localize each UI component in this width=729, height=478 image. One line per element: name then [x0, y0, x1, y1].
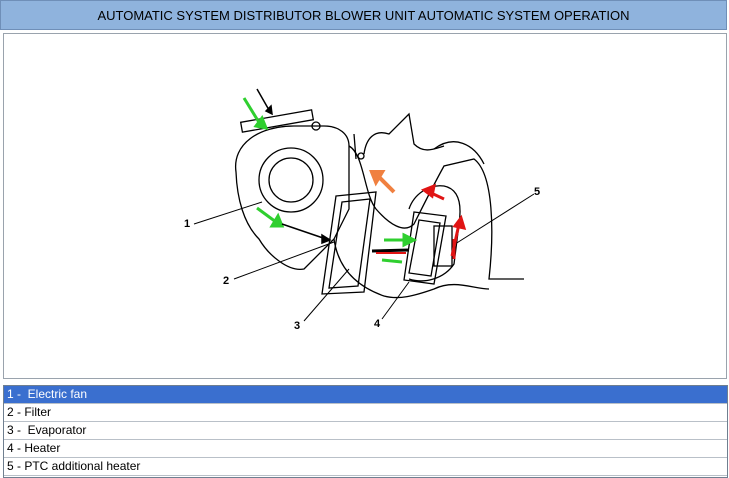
top-filter — [239, 109, 315, 133]
window-title-bar: AUTOMATIC SYSTEM DISTRIBUTOR BLOWER UNIT… — [0, 0, 727, 30]
fan-wheel — [258, 147, 324, 213]
callout-1: 1 — [184, 218, 190, 230]
legend-item-heater[interactable]: 4 - Heater — [4, 440, 727, 458]
heater-body — [403, 211, 447, 285]
black-arrow-fan — [281, 223, 327, 240]
legend-item-filter[interactable]: 2 - Filter — [4, 404, 727, 422]
callout-5: 5 — [534, 186, 540, 198]
callout-4: 4 — [374, 318, 381, 330]
legend-item-ptc-heater[interactable]: 5 - PTC additional heater — [4, 458, 727, 476]
callout-3: 3 — [294, 320, 300, 332]
orange-arrow — [376, 174, 396, 194]
black-arrow-top — [256, 88, 270, 111]
legend-item-electric-fan[interactable]: 1 - Electric fan — [4, 386, 727, 404]
diagram-panel: 1 2 3 4 5 — [3, 33, 727, 379]
green-arrow-low — [381, 258, 403, 264]
window-title: AUTOMATIC SYSTEM DISTRIBUTOR BLOWER UNIT… — [97, 7, 630, 23]
green-arrow-top — [242, 97, 262, 125]
blower-unit-diagram: 1 2 3 4 5 — [184, 88, 540, 332]
black-arrow-heater — [371, 248, 410, 253]
legend-list: 1 - Electric fan 2 - Filter 3 - Evaporat… — [3, 385, 728, 478]
legend-item-evaporator[interactable]: 3 - Evaporator — [4, 422, 727, 440]
callout-2: 2 — [223, 275, 229, 287]
evaporator-body — [321, 191, 377, 295]
green-arrow-left — [256, 206, 277, 224]
blower-housing — [235, 125, 350, 270]
